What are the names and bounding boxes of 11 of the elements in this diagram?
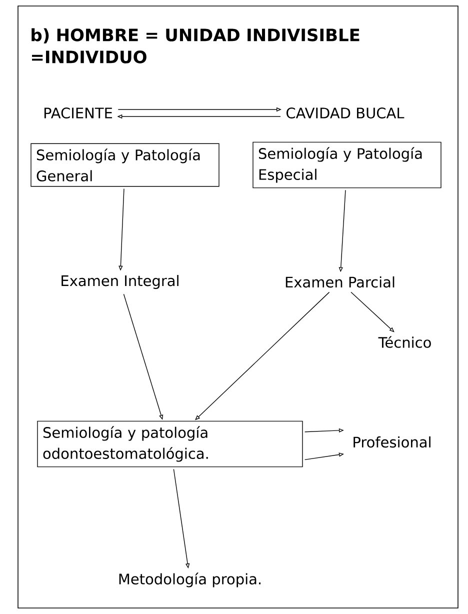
process-box: Semiología y Patología General <box>30 143 220 187</box>
title: b) HOMBRE = UNIDAD INDIVISIBLE =INDIVIDUO <box>32 28 360 64</box>
process-box: Semiología y Patología Especial <box>252 142 442 188</box>
node-label: PACIENTE <box>44 108 112 118</box>
node-label: CAVIDAD BUCAL <box>286 108 404 118</box>
node-label: Técnico <box>378 336 431 348</box>
node-label: Examen Parcial <box>286 276 394 288</box>
node-label: Examen Integral <box>62 274 178 289</box>
node-label: Profesional <box>354 436 430 448</box>
process-box: Semiología y patología odontoestomatológica. <box>37 420 303 468</box>
node-label: Metodología propia. <box>119 572 261 588</box>
